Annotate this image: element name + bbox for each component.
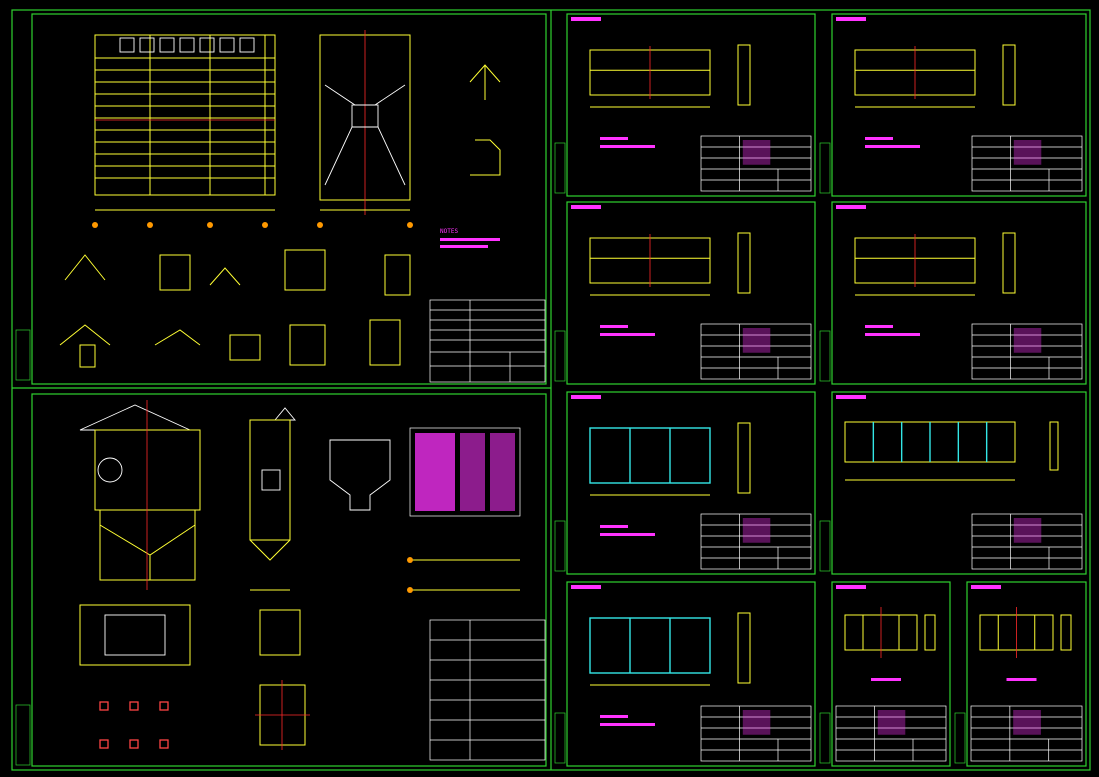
sheet-4-drawing [554, 201, 816, 385]
sheet-2 [15, 393, 547, 767]
sheet-7-drawing [819, 391, 1087, 575]
sheet-9-drawing [819, 581, 951, 767]
svg-text:NOTES: NOTES [440, 228, 458, 235]
sheet-5-drawing [819, 201, 1087, 385]
right-sheets [554, 13, 1087, 767]
sheet-2-drawing [554, 13, 816, 197]
sheet-1: NOTES [15, 13, 547, 385]
sheet-10-drawing [954, 581, 1087, 767]
sheet-3-drawing [819, 13, 1087, 197]
sheet-6-drawing [554, 391, 816, 575]
sheet-8-drawing [554, 581, 816, 767]
